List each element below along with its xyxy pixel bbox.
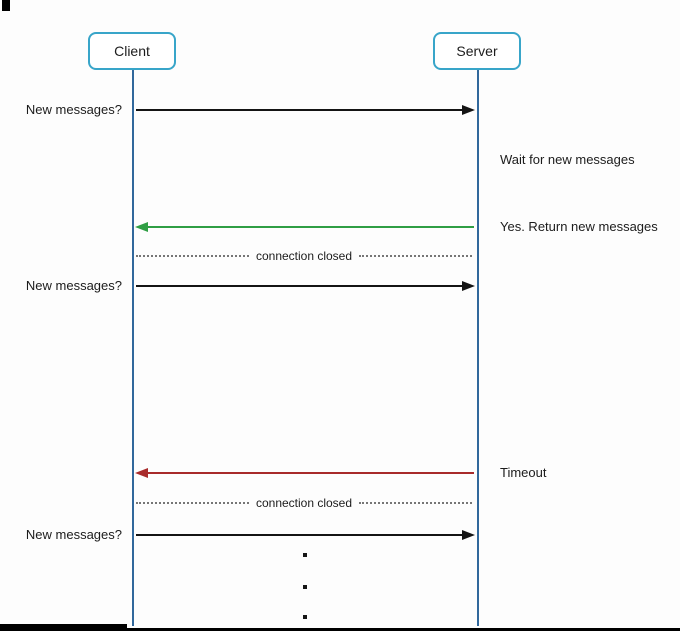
- bottom-left-frame-mark: [0, 624, 127, 631]
- connection-closed-label-1: connection closed: [255, 249, 353, 263]
- arrowhead-right-icon: [462, 105, 475, 115]
- request-arrow-1: [136, 105, 475, 115]
- dotted-segment: [359, 255, 473, 257]
- arrow-shaft: [146, 472, 474, 474]
- dotted-segment: [359, 502, 473, 504]
- actor-label-client: Client: [114, 43, 150, 59]
- message-label-request-1: New messages?: [25, 102, 122, 117]
- arrowhead-left-icon: [135, 468, 148, 478]
- request-arrow-2: [136, 281, 475, 291]
- connection-closed-line-2: connection closed: [136, 494, 473, 512]
- message-label-request-3: New messages?: [25, 527, 122, 542]
- actor-box-server: Server: [433, 32, 521, 70]
- response-arrow: [135, 222, 474, 232]
- arrow-shaft: [136, 285, 464, 287]
- message-label-request-2: New messages?: [25, 278, 122, 293]
- request-arrow-3: [136, 530, 475, 540]
- arrow-shaft: [136, 534, 464, 536]
- arrow-shaft: [136, 109, 464, 111]
- arrowhead-left-icon: [135, 222, 148, 232]
- continuation-dot: [303, 585, 307, 589]
- client-lifeline: [132, 70, 134, 626]
- continuation-dot: [303, 553, 307, 557]
- timeout-arrow: [135, 468, 474, 478]
- message-label-response: Yes. Return new messages: [500, 219, 658, 234]
- arrow-shaft: [146, 226, 474, 228]
- actor-label-server: Server: [456, 43, 498, 59]
- server-lifeline: [477, 70, 479, 626]
- dotted-segment: [136, 502, 249, 504]
- connection-closed-label-2: connection closed: [255, 496, 353, 510]
- message-label-timeout: Timeout: [500, 465, 547, 480]
- continuation-dot: [303, 615, 307, 619]
- connection-closed-line-1: connection closed: [136, 247, 473, 265]
- bottom-frame-line: [0, 628, 680, 631]
- arrowhead-right-icon: [462, 281, 475, 291]
- arrowhead-right-icon: [462, 530, 475, 540]
- dotted-segment: [136, 255, 249, 257]
- actor-box-client: Client: [88, 32, 176, 70]
- note-wait-for-new-messages: Wait for new messages: [500, 152, 635, 167]
- top-left-frame-mark: [2, 0, 10, 11]
